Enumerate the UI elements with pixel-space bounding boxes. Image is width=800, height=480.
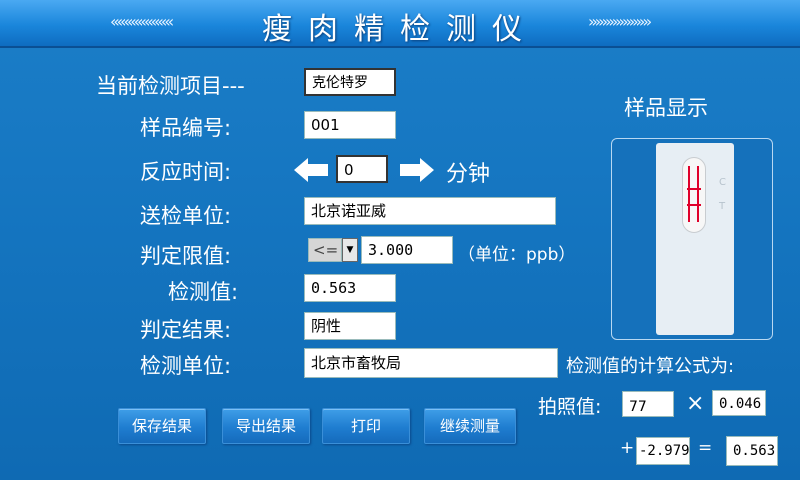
continue-measure-button[interactable]: 继续测量: [424, 408, 516, 444]
lab-label: 检测单位:: [140, 354, 232, 378]
lab-input[interactable]: 北京市畜牧局: [304, 348, 558, 378]
reaction-time-label: 反应时间:: [140, 160, 232, 184]
limit-label: 判定限值:: [140, 244, 232, 268]
test-strip-image: C T: [656, 143, 734, 335]
chevron-right-decoration: »»»»»»»»»: [588, 12, 652, 31]
chevron-down-icon[interactable]: ▼: [342, 238, 358, 262]
measured-label: 检测值:: [168, 280, 239, 304]
test-strip-window: [682, 157, 706, 233]
reaction-time-input[interactable]: 0: [336, 155, 388, 183]
export-result-button[interactable]: 导出结果: [222, 408, 310, 444]
sample-display-title: 样品显示: [624, 96, 708, 120]
item-select[interactable]: 克伦特罗: [304, 68, 396, 96]
formula-result-field[interactable]: 0.563: [726, 436, 778, 466]
save-result-button[interactable]: 保存结果: [118, 408, 206, 444]
sample-no-label: 样品编号:: [140, 116, 232, 140]
limit-unit: （单位：ppb）: [458, 245, 576, 265]
result-label: 判定结果:: [140, 318, 232, 342]
strip-t-mark: T: [719, 201, 726, 212]
coefficient-field[interactable]: 0.046: [712, 390, 766, 416]
times-sign: ×: [686, 391, 705, 416]
photo-value-field[interactable]: 77: [622, 391, 674, 417]
photo-value-label: 拍照值:: [538, 396, 602, 418]
print-button[interactable]: 打印: [322, 408, 410, 444]
reaction-time-unit: 分钟: [446, 162, 491, 187]
sample-display-frame: C T: [611, 138, 773, 340]
equals-sign: =: [698, 438, 713, 458]
sender-input[interactable]: 北京诺亚威: [304, 197, 556, 225]
increase-time-arrow-icon[interactable]: [398, 158, 434, 182]
decrease-time-arrow-icon[interactable]: [294, 158, 330, 182]
offset-field[interactable]: -2.979: [636, 437, 690, 465]
limit-operator-select[interactable]: <=: [308, 238, 342, 262]
control-line: [688, 166, 690, 222]
control-band: [687, 188, 701, 190]
page-title: 瘦肉精检测仪: [262, 12, 538, 47]
test-line: [697, 166, 699, 222]
test-band: [687, 204, 701, 206]
strip-c-mark: C: [719, 177, 726, 188]
plus-sign: +: [620, 438, 635, 458]
sample-no-input[interactable]: 001: [304, 111, 396, 139]
item-label: 当前检测项目---: [96, 74, 245, 98]
chevron-left-decoration: «««««««««: [110, 12, 174, 31]
title-bar: ««««««««« 瘦肉精检测仪 »»»»»»»»»: [0, 0, 800, 48]
limit-value-input[interactable]: 3.000: [361, 236, 453, 264]
sender-label: 送检单位:: [140, 204, 232, 228]
measured-value-field[interactable]: 0.563: [304, 274, 396, 302]
formula-title: 检测值的计算公式为:: [566, 356, 735, 377]
result-field[interactable]: 阴性: [304, 312, 396, 340]
